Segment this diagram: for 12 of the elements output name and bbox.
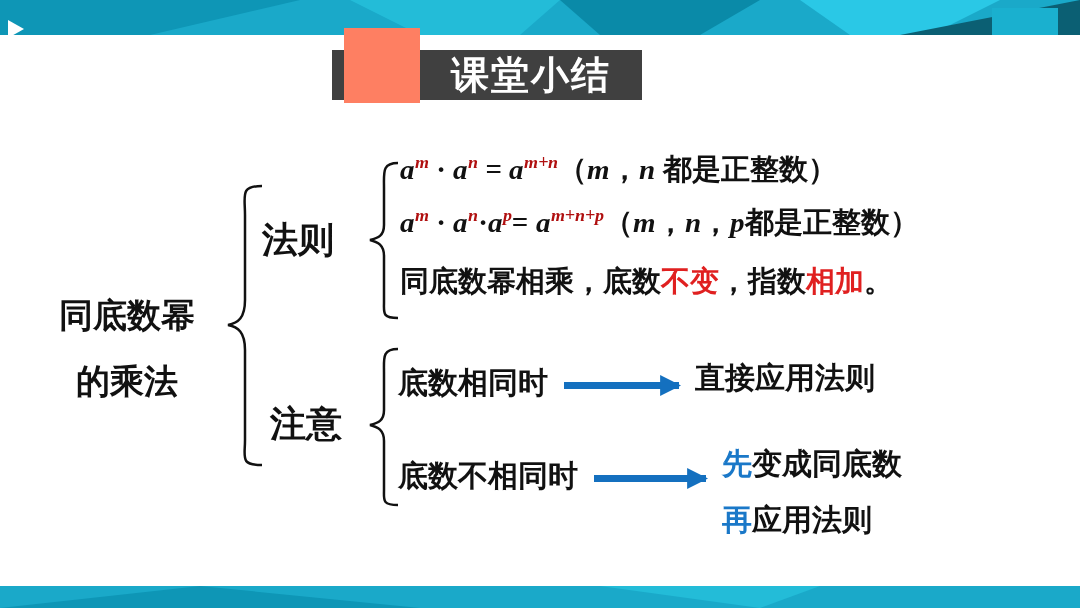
formula: a$^{m}$ · a$^{n}$ = a$^{m+n}$（m，n 都是正整数）: [400, 150, 837, 190]
title-banner: 课堂小结: [420, 50, 642, 100]
result-text: 先变成同底数: [722, 445, 902, 483]
result-text: 直接应用法则: [695, 358, 875, 399]
condition-text: 底数不相同时: [398, 456, 578, 497]
topic-label: 同底数幂的乘法: [52, 282, 202, 414]
rule-text: 同底数幂相乘，底数不变，指数相加。: [400, 262, 893, 302]
category-label: 法则: [262, 216, 334, 265]
condition-text: 底数相同时: [398, 363, 548, 404]
category-label: 注意: [270, 400, 342, 449]
result-text: 再应用法则: [722, 501, 873, 539]
formula: a$^{m}$ · a$^{n}$·a$^{p}$= a$^{m+n+p}$（m，n，p都是正整数）: [400, 203, 920, 243]
